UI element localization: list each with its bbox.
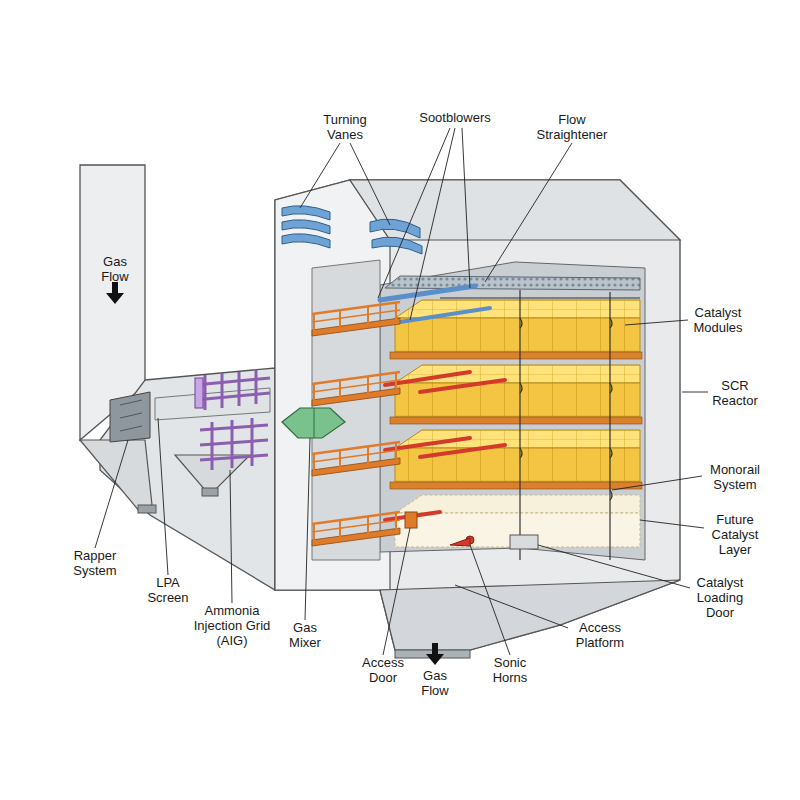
callout-label: Monorail System — [700, 462, 770, 492]
callout-label: LPA Screen — [141, 575, 196, 605]
callout-label: Future Catalyst Layer — [705, 512, 765, 557]
callout-label: Gas Flow — [415, 668, 455, 698]
callout-label: Sonic Horns — [485, 655, 535, 685]
callout-label: Ammonia Injection Grid (AIG) — [185, 603, 280, 648]
callout-label: Turning Vanes — [310, 112, 380, 142]
callout-label: Catalyst Modules — [683, 305, 753, 335]
callout-label: Access Door — [356, 655, 411, 685]
callout-label: Gas Flow — [95, 254, 135, 284]
callout-label: Catalyst Loading Door — [690, 575, 750, 620]
callout-label: Rapper System — [65, 548, 125, 578]
callout-label: SCR Reactor — [708, 378, 763, 408]
callout-label: Access Platform — [565, 620, 635, 650]
callout-label: Gas Mixer — [283, 620, 328, 650]
callout-label: Sootblowers — [405, 110, 505, 125]
callout-label: Flow Straightener — [527, 112, 617, 142]
